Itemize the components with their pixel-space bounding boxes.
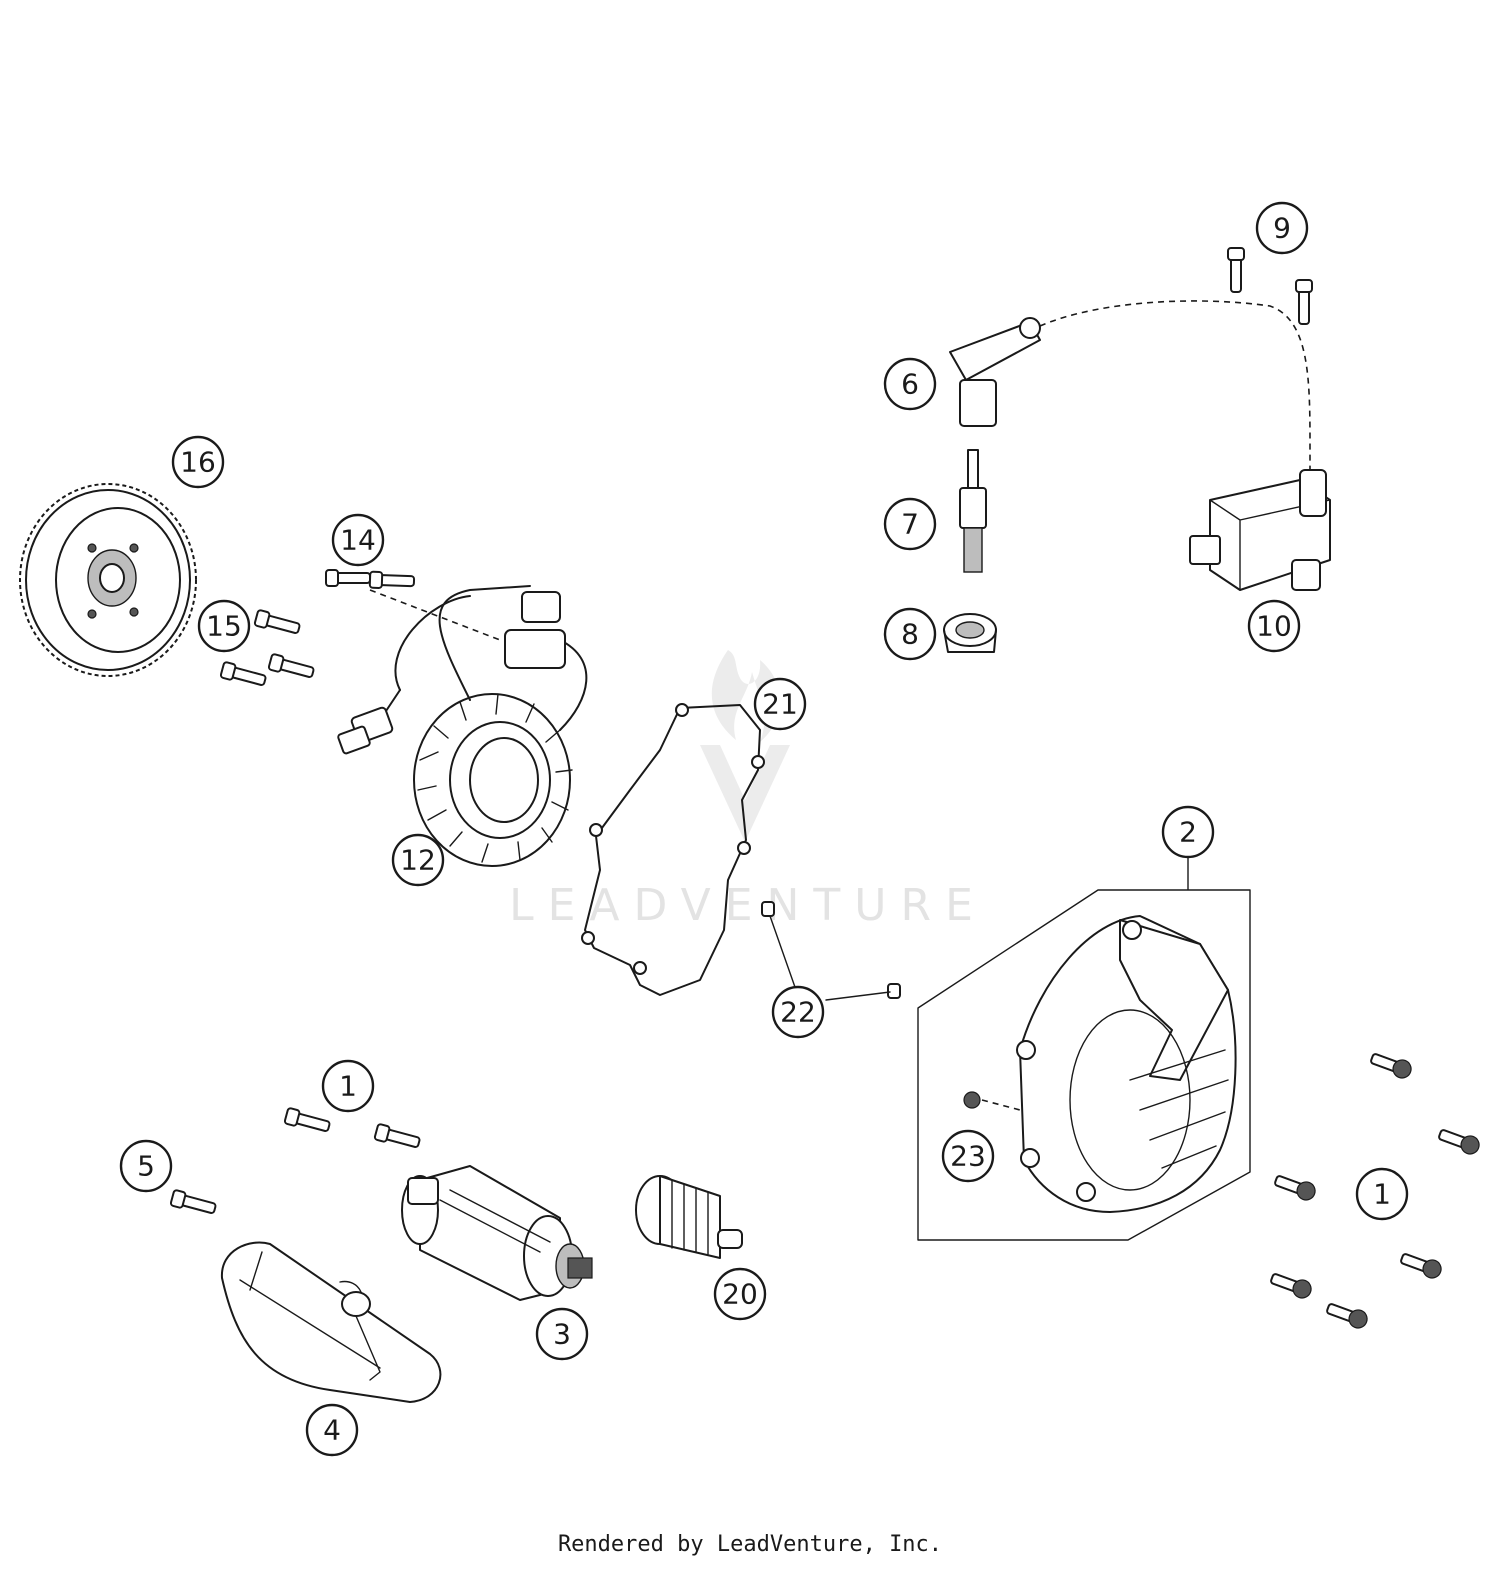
footer-credit: Rendered by LeadVenture, Inc. [557, 1532, 943, 1557]
ignition-cover [917, 855, 1251, 1241]
spark-plug-cap [949, 300, 1311, 480]
svg-text:8: 8 [901, 618, 919, 651]
callout-4: 4 [305, 1403, 359, 1457]
callout-6: 6 [883, 357, 937, 411]
callout-20: 20 [713, 1267, 767, 1321]
callout-10: 10 [1247, 599, 1301, 653]
callout-5: 5 [119, 1139, 173, 1193]
svg-text:22: 22 [780, 996, 816, 1029]
svg-text:3: 3 [553, 1318, 571, 1351]
coil-screws [1227, 247, 1313, 325]
callout-16: 16 [171, 435, 225, 489]
svg-text:6: 6 [901, 368, 919, 401]
callout-1a: 1 [321, 1059, 375, 1113]
spark-plug [959, 449, 987, 573]
svg-text:14: 14 [340, 524, 376, 557]
callout-21: 21 [753, 677, 807, 731]
callout-15: 15 [197, 599, 251, 653]
stator-part [337, 585, 588, 867]
svg-text:7: 7 [901, 508, 919, 541]
callout-8: 8 [883, 607, 937, 661]
callout-22: 22 [771, 985, 825, 1039]
callout-3: 3 [535, 1307, 589, 1361]
callout-23: 23 [941, 1129, 995, 1183]
stator-bolts [325, 569, 501, 641]
starter-bolts [283, 1106, 422, 1152]
starter-motor [401, 1165, 593, 1301]
svg-text:1: 1 [339, 1070, 357, 1103]
starter-guard [220, 1241, 442, 1403]
dowel-pins [761, 901, 901, 1001]
callout-1b: 1 [1355, 1167, 1409, 1221]
svg-text:2: 2 [1179, 816, 1197, 849]
gasket-part [581, 703, 765, 996]
svg-text:9: 9 [1273, 212, 1291, 245]
svg-text:1: 1 [1373, 1178, 1391, 1211]
flywheel-part [19, 483, 197, 677]
callout-7: 7 [883, 497, 937, 551]
svg-text:16: 16 [180, 446, 216, 479]
svg-text:15: 15 [206, 610, 242, 643]
svg-text:10: 10 [1256, 610, 1292, 643]
svg-text:5: 5 [137, 1150, 155, 1183]
svg-text:4: 4 [323, 1414, 341, 1447]
starter-drive [635, 1175, 743, 1259]
svg-text:20: 20 [722, 1278, 758, 1311]
ignition-coil [1189, 469, 1331, 591]
guard-bolt [169, 1188, 218, 1218]
plug-seal [943, 613, 997, 653]
watermark-text: LEADVENTURE [509, 880, 987, 931]
svg-text:23: 23 [950, 1140, 986, 1173]
svg-text:12: 12 [400, 844, 436, 877]
callout-2: 2 [1161, 805, 1215, 859]
callout-9: 9 [1255, 201, 1309, 255]
callout-12: 12 [391, 833, 445, 887]
svg-text:21: 21 [762, 688, 798, 721]
callout-14: 14 [331, 513, 385, 567]
